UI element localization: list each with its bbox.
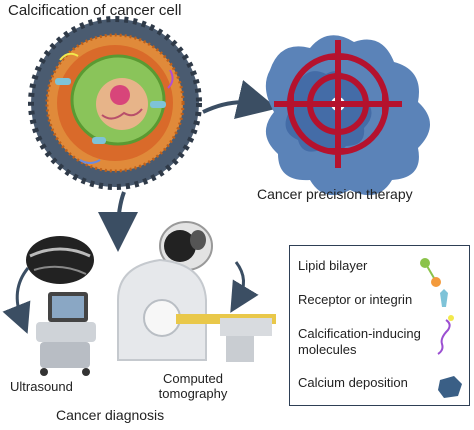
ultrasound-label: Ultrasound (10, 379, 73, 394)
precision-therapy-target (265, 35, 430, 196)
legend-label-lipid-bilayer: Lipid bilayer (298, 258, 368, 273)
ct-label: Computed tomography (158, 371, 228, 401)
therapy-label: Cancer precision therapy (257, 186, 413, 202)
cancer-cell-illustration (28, 16, 202, 190)
arrow-to-therapy (202, 80, 278, 119)
legend-box: Lipid bilayer Receptor or integrin Calci… (289, 245, 470, 406)
diagnosis-label: Cancer diagnosis (56, 407, 165, 423)
ct-arrow (230, 261, 259, 313)
ultrasound-image (26, 236, 94, 284)
diagram-title: Calcification of cancer cell (8, 2, 182, 19)
ct-image (158, 220, 216, 271)
legend-label-calcium: Calcium deposition (298, 375, 408, 390)
ultrasound-arrow (2, 267, 31, 334)
arrow-to-diagnosis (98, 191, 139, 252)
legend-icons (420, 258, 462, 398)
ultrasound-machine (36, 292, 96, 376)
legend-label-receptor: Receptor or integrin (298, 292, 413, 307)
legend-label-molecules: Calcification-inducing molecules (298, 326, 421, 357)
ct-scanner (117, 258, 276, 362)
